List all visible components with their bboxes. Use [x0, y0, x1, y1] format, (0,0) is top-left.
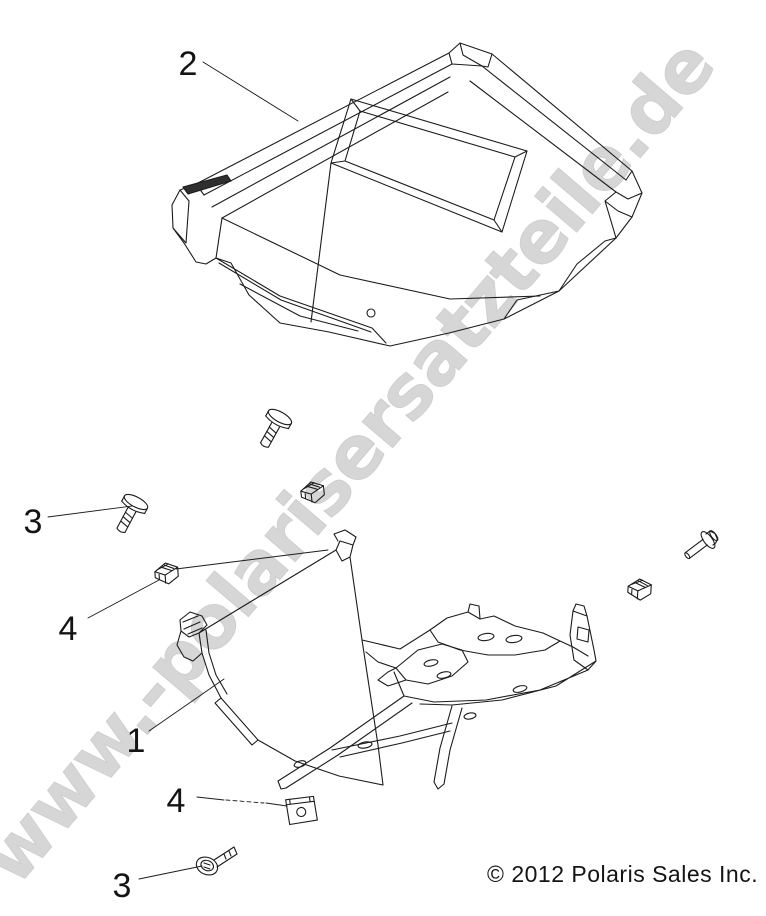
part-headlight-pod[interactable] — [171, 42, 643, 347]
bracket-upper-lobe — [429, 611, 561, 656]
pod-lower-flap-edge — [215, 257, 387, 344]
bracket-arm-right — [433, 705, 463, 790]
leader-lines — [47, 61, 329, 880]
pod-gauge-recess-outer — [330, 98, 528, 233]
fastener-clip-bottom[interactable] — [285, 795, 318, 826]
leader-line-4-lower-a — [196, 796, 225, 801]
pod-gauge-recess-inner — [344, 110, 516, 221]
bracket-slot-1 — [477, 632, 495, 642]
fastener-screw-upper-left[interactable] — [108, 490, 151, 539]
pod-top-rail-1 — [203, 63, 627, 196]
pod-body-crease — [221, 217, 541, 300]
pod-top-rail-2 — [211, 76, 617, 208]
bracket-slot-5 — [512, 685, 528, 693]
bracket-cross-member — [331, 722, 453, 758]
pod-left-cap-bar — [182, 174, 232, 195]
pod-mount-hole — [366, 308, 376, 318]
pod-apex-step — [448, 42, 493, 68]
copyright-text: © 2012 Polaris Sales Inc. — [487, 861, 759, 887]
bracket-panel-bottom-edge — [257, 739, 384, 786]
bracket-corner-curl — [176, 630, 203, 662]
pod-lower-right-edge — [503, 237, 617, 320]
bracket-panel-tab — [333, 529, 357, 562]
bracket-right-flange — [559, 603, 597, 671]
bracket-arm-left — [277, 695, 413, 790]
bracket-upper-lobe-nub — [467, 603, 481, 620]
part-support-bracket[interactable] — [176, 529, 597, 790]
callout-3-upper[interactable]: 3 — [24, 503, 43, 541]
bracket-panel-top-edge — [198, 549, 337, 634]
bracket-panel-left-edge — [198, 629, 228, 699]
bracket-slot-8 — [463, 712, 477, 720]
fastener-screw-upper-middle[interactable] — [251, 405, 295, 454]
bracket-slot-7 — [293, 760, 307, 768]
pod-lower-flap-inner — [239, 283, 359, 332]
bracket-connect-lines — [361, 629, 431, 669]
pod-left-cap — [172, 183, 223, 259]
pod-front-crease — [310, 162, 332, 323]
bracket-left-tip — [377, 667, 407, 687]
leader-line-3-lower — [138, 865, 203, 880]
fastener-clip-upper-middle[interactable] — [299, 480, 326, 505]
bracket-bottom-sweep — [393, 660, 597, 706]
leader-line-4-upper — [87, 579, 160, 619]
pod-recess-corners — [330, 98, 528, 233]
leader-line-4-lower-c — [265, 802, 288, 807]
callout-4-upper[interactable]: 4 — [59, 610, 78, 648]
bracket-corner-clip-mount — [179, 611, 208, 638]
bracket-slot-2 — [505, 634, 523, 644]
leader-line-3-upper — [47, 505, 133, 518]
pod-right-cap — [604, 170, 643, 239]
leader-line-4-lower-b — [225, 799, 265, 804]
callout-1[interactable]: 1 — [127, 722, 146, 760]
callout-2[interactable]: 2 — [179, 45, 198, 83]
pod-outline — [171, 42, 643, 347]
bracket-panel-flange — [214, 697, 259, 746]
fastener-clip-upper-left[interactable] — [153, 561, 180, 586]
pod-top-rail-3 — [221, 91, 449, 219]
bracket-slot-6 — [357, 741, 373, 749]
leader-line-2 — [202, 61, 299, 122]
clip-guide-line — [175, 549, 329, 570]
bracket-slot-3 — [423, 659, 439, 667]
callout-3-lower[interactable]: 3 — [113, 867, 132, 905]
bracket-lower-lobe — [395, 643, 469, 685]
leader-line-1 — [148, 678, 225, 732]
fastener-screw-bottom[interactable] — [193, 846, 238, 878]
bracket-slot-4 — [436, 671, 452, 679]
fastener-clip-right[interactable] — [626, 577, 653, 602]
callout-4-lower[interactable]: 4 — [167, 782, 186, 820]
fastener-bolt-right[interactable] — [679, 525, 723, 566]
bracket-panel-right-edge — [349, 556, 384, 786]
